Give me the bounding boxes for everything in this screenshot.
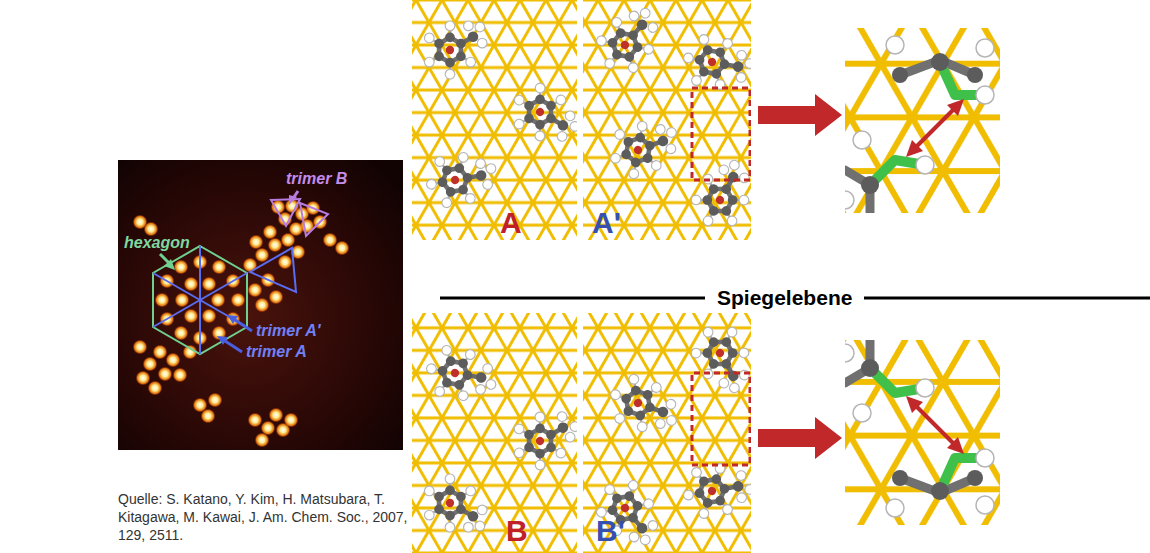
zoom-panel	[886, 36, 904, 54]
stm-blobs	[212, 260, 227, 275]
stm-outlines	[199, 246, 201, 300]
stm-outlines	[250, 248, 296, 292]
stm-blobs	[174, 260, 189, 275]
panel-label: A'	[592, 206, 621, 241]
stm-outlines	[300, 203, 328, 236]
stm-outlines	[217, 336, 228, 345]
stm-blobs	[173, 368, 188, 383]
stm-blobs	[248, 413, 263, 428]
stm-blobs	[269, 290, 284, 305]
stm-image	[118, 160, 403, 450]
zoom-panel	[947, 99, 964, 116]
stm-blobs	[174, 326, 189, 341]
zoom-panel	[967, 67, 983, 83]
stm-blobs	[284, 413, 299, 428]
stm-blobs	[263, 225, 278, 240]
zoom-panel	[931, 53, 949, 71]
stm-blobs	[243, 258, 258, 273]
stm-label: hexagon	[124, 234, 190, 252]
lattice-panel	[583, 0, 751, 240]
stm-blobs	[255, 433, 270, 448]
stm-blobs	[201, 409, 216, 424]
stm-blobs	[202, 277, 217, 292]
zoom-panel	[906, 140, 923, 157]
stm-label: trimer B	[286, 170, 347, 188]
stm-blobs	[249, 235, 264, 250]
zoom-panel	[976, 86, 994, 104]
stm-outlines	[200, 273, 247, 300]
stm-outlines	[153, 300, 200, 327]
zoom-panel	[916, 156, 934, 174]
stm-blobs	[166, 353, 181, 368]
stm-blobs	[211, 293, 226, 308]
stm-outlines	[153, 246, 247, 354]
stm-outlines	[153, 273, 200, 300]
stm-blobs	[208, 393, 223, 408]
lattice-panel	[591, 5, 670, 81]
lattice-panel	[421, 144, 500, 220]
stm-outlines	[153, 191, 328, 354]
stm-blobs	[335, 241, 350, 256]
stm-blobs	[248, 283, 263, 298]
lattice-panel	[424, 21, 487, 79]
stm-blobs	[155, 293, 170, 308]
zoom-panel	[845, 191, 854, 209]
stm-outlines	[227, 315, 238, 324]
stm-blobs	[153, 345, 168, 360]
zoom-panel	[915, 108, 955, 148]
zoom-panel	[845, 36, 994, 209]
stm-blobs	[226, 312, 241, 327]
stm-outlines	[199, 300, 201, 354]
stm-blobs	[184, 309, 199, 324]
stm-blobs	[148, 381, 163, 396]
zoom-panel	[853, 131, 871, 149]
lattice-panel	[583, 0, 751, 240]
zoom-panel	[861, 176, 879, 194]
mirror-plane-label: Spiegelebene	[705, 286, 864, 310]
stm-blobs	[158, 367, 173, 382]
mirrored-panels	[412, 313, 1000, 553]
stm-blobs	[269, 408, 284, 423]
lattice-panel	[683, 156, 751, 237]
stm-outlines	[164, 259, 175, 270]
zoom-panel	[892, 67, 908, 83]
panel-label: A	[500, 206, 522, 241]
model-panels	[412, 0, 1000, 240]
stm-blobs	[143, 357, 158, 372]
lattice-panel	[674, 23, 751, 108]
lattice-panel	[608, 117, 680, 185]
stm-blobs	[184, 277, 199, 292]
zoom-panel	[861, 53, 983, 194]
lattice-panel	[502, 75, 577, 158]
stm-label: trimer A	[246, 343, 307, 361]
stm-blobs	[268, 238, 283, 253]
stm-blobs	[136, 371, 151, 386]
source-caption: Quelle: S. Katano, Y. Kim, H. Matsubara,…	[118, 490, 418, 545]
stm-image	[118, 160, 403, 450]
panel-label: B	[506, 514, 528, 549]
lattice-panel	[692, 88, 750, 180]
stm-blobs	[133, 340, 148, 355]
zoom-arrow	[758, 94, 842, 136]
stm-blobs	[281, 233, 296, 248]
stm-outlines	[289, 195, 297, 205]
zoom-panel	[845, 60, 975, 213]
stm-outlines	[271, 199, 328, 236]
stm-blobs	[175, 293, 190, 308]
zoom-panel	[845, 28, 1000, 213]
stm-blobs	[231, 293, 246, 308]
lattice-panel	[412, 0, 577, 240]
zoom-panel	[870, 62, 985, 185]
stm-blobs	[278, 255, 293, 270]
panel-label: B'	[596, 514, 625, 549]
stm-blobs	[202, 309, 217, 324]
zoom-panel	[976, 39, 994, 57]
stm-blobs	[255, 298, 270, 313]
stm-label: trimer A'	[256, 322, 321, 340]
stm-blobs	[255, 248, 270, 263]
zoom-panel	[845, 28, 1000, 213]
stm-outlines	[271, 199, 300, 226]
